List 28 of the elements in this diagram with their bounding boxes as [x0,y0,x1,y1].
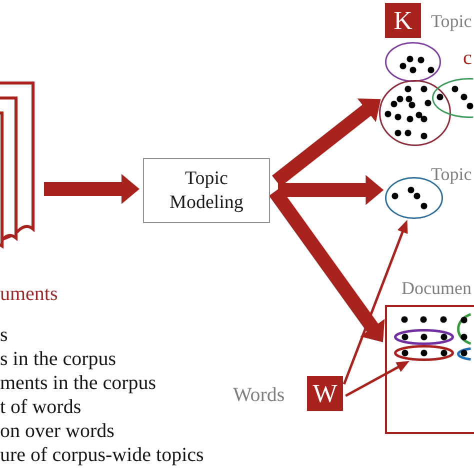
list-item: ments in the corpus [0,371,156,395]
process-box [143,158,270,223]
document-stack-drawing [0,81,36,251]
list-item: on over words [0,419,114,443]
arrow [345,360,410,397]
cluster-ellipse [394,328,454,344]
arrow [278,175,384,205]
list-item: t of words [0,395,82,419]
node-label: W [312,380,338,406]
cluster-ellipse [394,344,454,360]
list-item: s [0,323,8,347]
node-label: K [394,8,412,34]
arrow [342,220,408,385]
list-item: s in the corpus [0,347,116,371]
section-heading: Documen [402,278,472,296]
stack-caption: uments [0,284,58,304]
section-heading: Topic [431,165,472,183]
symbol-badge [307,376,343,411]
letter-label: c [463,48,472,68]
arrow [44,174,140,204]
arrow [268,188,385,342]
list-item: ure of corpus-wide topics [0,443,204,467]
section-heading: Topic [431,12,472,30]
cluster-ellipse [379,80,451,146]
node-label: Topic Modeling [168,166,244,214]
section-heading: Words [233,385,285,405]
cluster-ellipse [385,42,441,82]
symbol-badge [385,3,421,38]
